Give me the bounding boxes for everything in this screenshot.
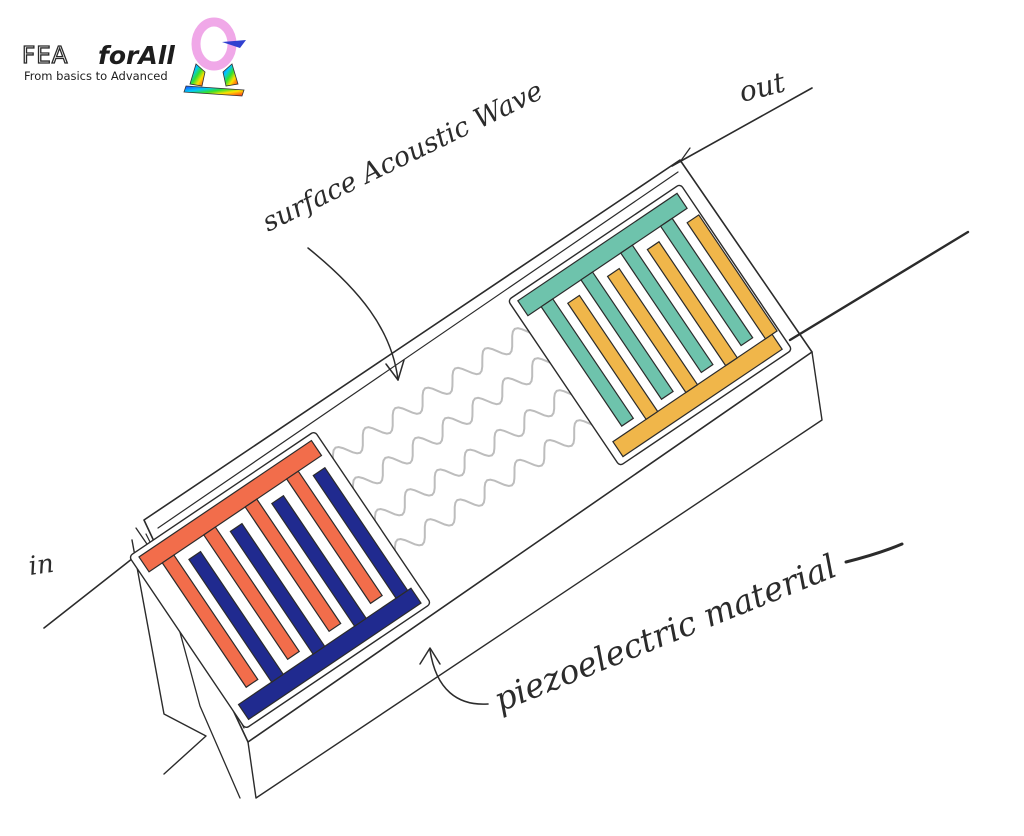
output-top-bus-bar: [517, 192, 688, 317]
wave-line: [359, 369, 600, 537]
substrate-pointer-arrow: [429, 649, 489, 705]
input-interdigital-transducer: [129, 432, 431, 728]
wave-line: [379, 399, 620, 567]
logo-forall-text: forAll: [98, 41, 175, 70]
omega-emblem-icon: [183, 17, 246, 97]
output-wire: [671, 87, 970, 342]
logo-tagline: From basics to Advanced: [24, 69, 168, 83]
output-interdigital-transducer: [508, 184, 792, 466]
wave-label-group: surface Acoustic Wave: [257, 75, 548, 381]
wave-label: surface Acoustic Wave: [257, 75, 547, 238]
surface-acoustic-wave-lines: [317, 307, 620, 567]
logo-fea-text: FEA: [22, 43, 69, 69]
substrate-label-group: piezoelectric material: [419, 542, 904, 719]
input-top-bus-bar: [138, 439, 323, 573]
fea-forall-logo: FEA forAll From basics to Advanced: [21, 17, 246, 97]
substrate-label: piezoelectric material: [488, 546, 841, 719]
wave-pointer-arrow: [307, 247, 399, 381]
wave-line: [317, 307, 558, 475]
wave-line: [337, 337, 578, 505]
input-label: in: [27, 549, 56, 582]
output-label: out: [736, 65, 789, 108]
